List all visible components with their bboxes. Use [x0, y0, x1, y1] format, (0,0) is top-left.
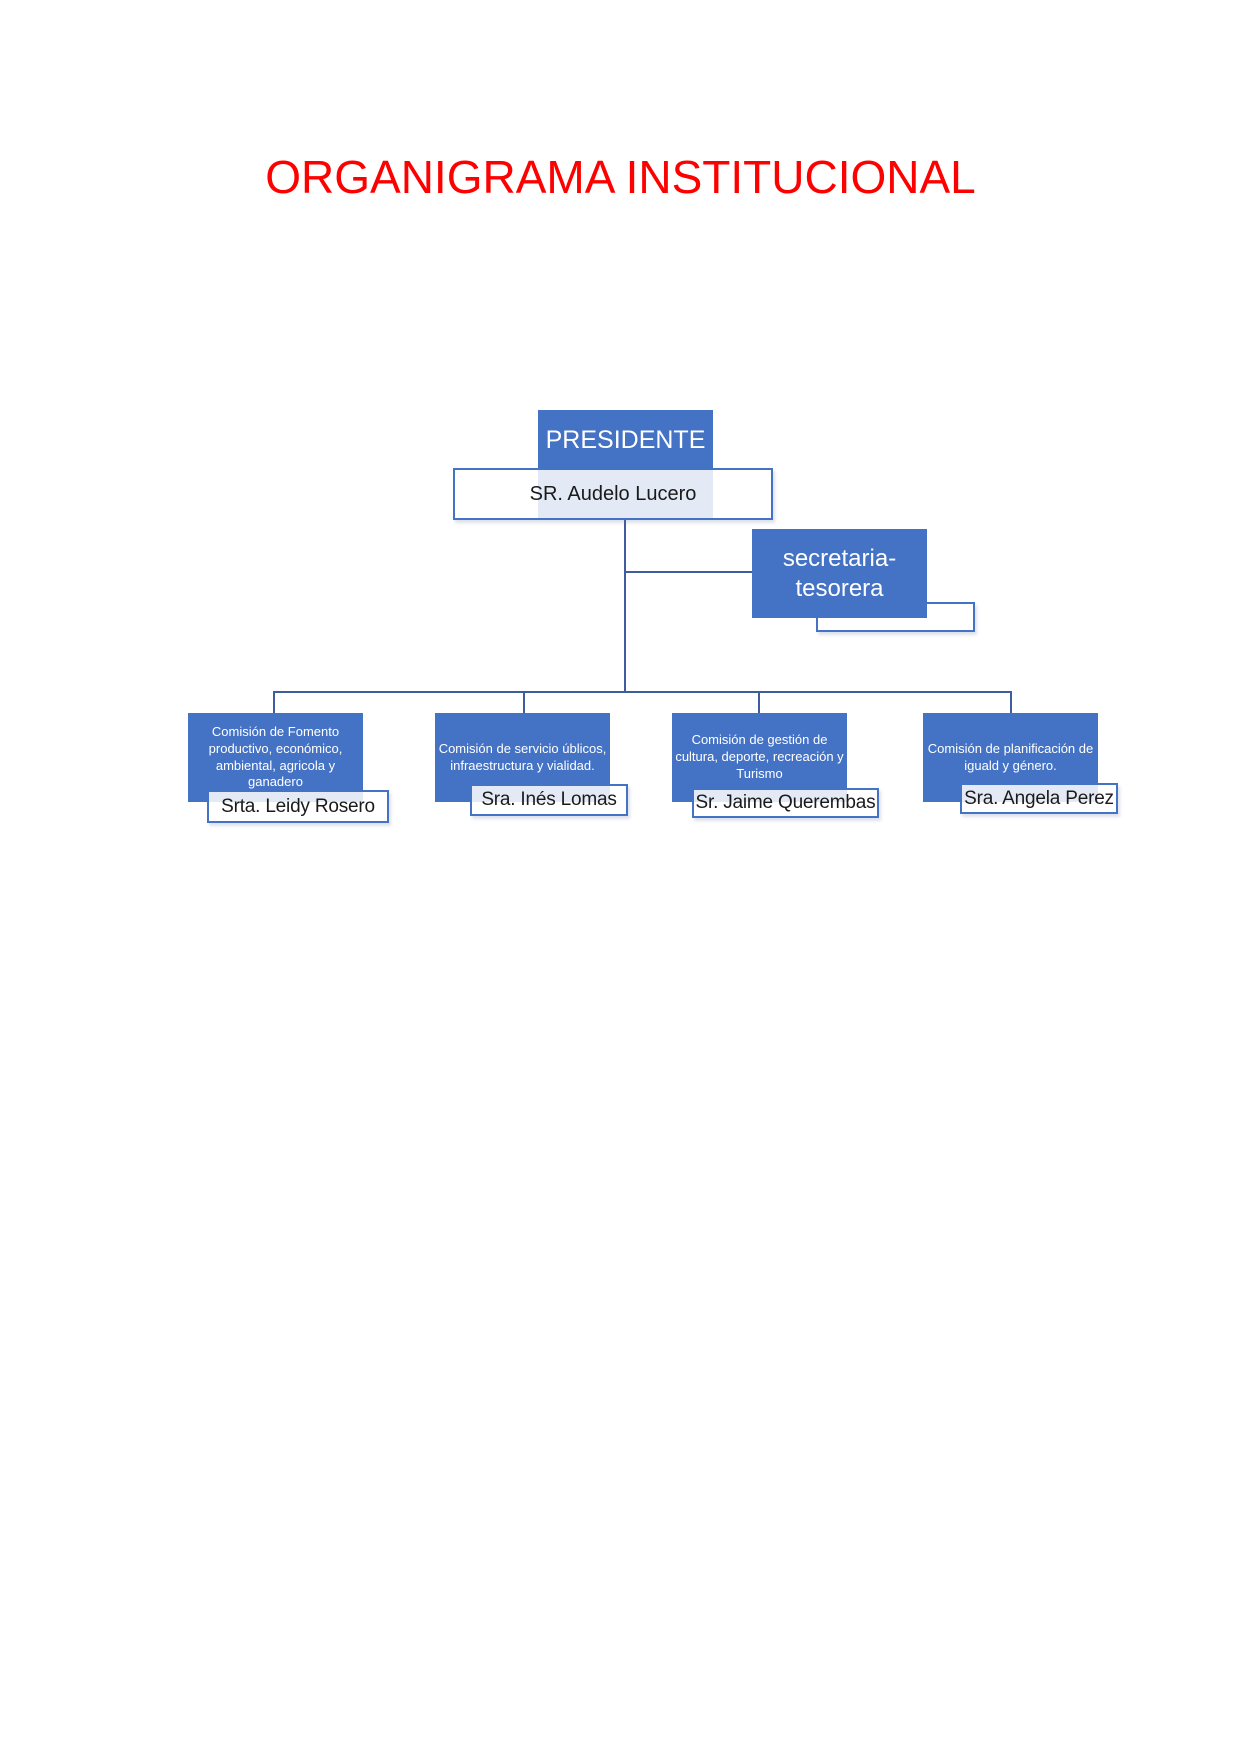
page-title: ORGANIGRAMA INSTITUCIONAL [265, 151, 976, 203]
president-name-box: SR. Audelo Lucero [453, 468, 773, 520]
president-role-box: PRESIDENTE [538, 410, 713, 470]
member-name-box-ines-lomas: Sra. Inés Lomas [470, 784, 628, 816]
connector-main-horizontal [273, 691, 1012, 693]
member-name-box-jaime-querembas: Sr. Jaime Querembas [692, 788, 879, 818]
connector-secretary-branch [625, 571, 752, 573]
connector-drop-commission-3 [758, 691, 760, 713]
commission-box-cultura: Comisión de gestión de cultura, deporte,… [672, 713, 847, 802]
connector-president-vertical [624, 520, 626, 692]
connector-drop-commission-2 [523, 691, 525, 713]
member-name-box-leidy-rosero: Srta. Leidy Rosero [207, 790, 389, 823]
commission-box-fomento: Comisión de Fomento productivo, económic… [188, 713, 363, 802]
connector-drop-commission-4 [1010, 691, 1012, 713]
connector-drop-commission-1 [273, 691, 275, 713]
secretary-role-box: secretaria-tesorera [752, 529, 927, 618]
member-name-box-angela-perez: Sra. Angela Perez [960, 783, 1118, 814]
